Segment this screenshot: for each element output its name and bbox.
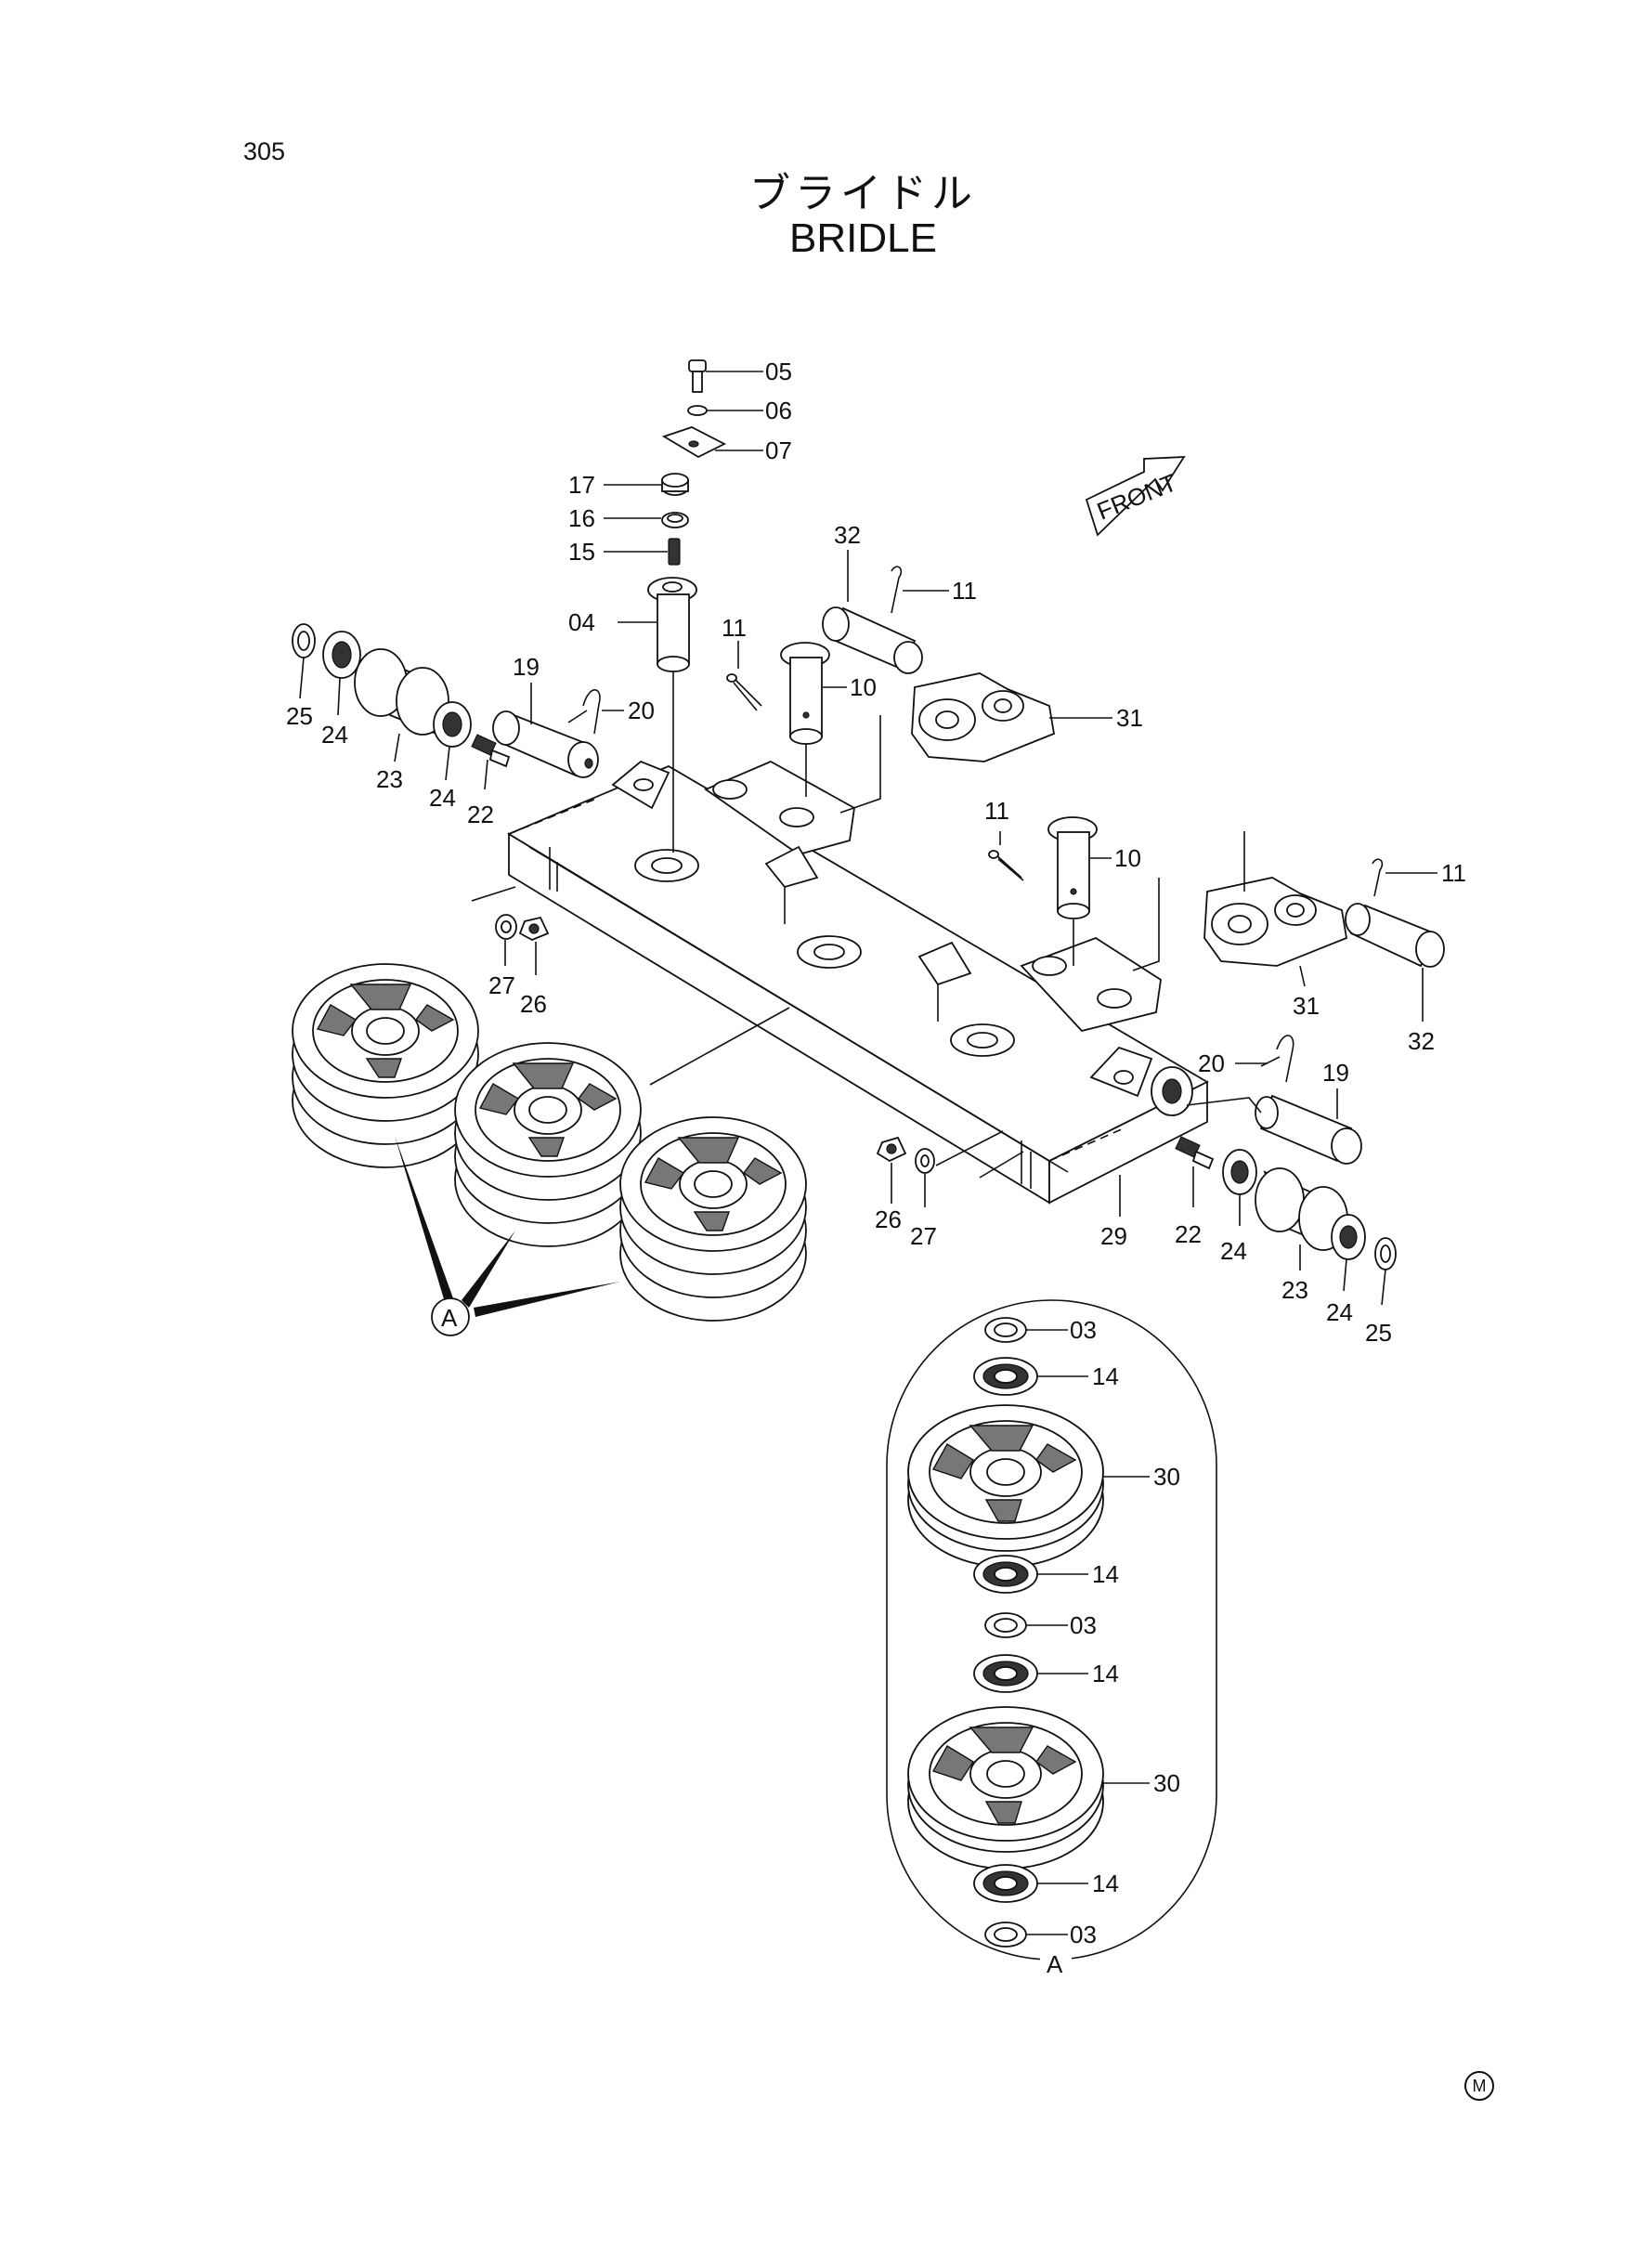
callout-22-right: 22 xyxy=(1175,1220,1202,1248)
detail-a-view: 03 14 30 14 03 14 xyxy=(886,1299,1217,1978)
callout-24-left-b: 24 xyxy=(429,784,456,812)
left-pin-assembly: 25 24 23 24 22 19 20 xyxy=(286,623,655,828)
page-number: 305 xyxy=(243,137,286,165)
callout-07: 07 xyxy=(765,436,792,464)
callout-11-c: 11 xyxy=(984,797,1009,825)
callout-29: 29 xyxy=(1100,1222,1127,1250)
callout-11-d: 11 xyxy=(1441,859,1466,887)
right-centre-parts: 11 10 31 11 32 xyxy=(984,797,1466,1055)
callout-03-b: 03 xyxy=(1070,1611,1097,1639)
callout-25-right: 25 xyxy=(1365,1319,1392,1347)
callout-17: 17 xyxy=(568,471,595,499)
bridle-frame xyxy=(507,760,1209,1205)
callout-32-lower: 32 xyxy=(1408,1027,1435,1055)
front-arrow: FRONT xyxy=(1085,456,1186,537)
callout-26-right: 26 xyxy=(875,1205,902,1233)
upper-centre-parts: 11 10 32 11 31 xyxy=(722,521,1143,814)
callout-14-a: 14 xyxy=(1092,1362,1119,1390)
page-title-japanese: ブライドル xyxy=(749,170,977,217)
callout-25-left: 25 xyxy=(286,702,313,730)
left-nut-washer: 27 26 xyxy=(488,914,550,1018)
callout-22-left: 22 xyxy=(467,801,494,828)
callout-27-left: 27 xyxy=(488,971,515,999)
callout-20-right: 20 xyxy=(1198,1049,1225,1077)
page-title-english: BRIDLE xyxy=(789,215,937,261)
callout-32-upper: 32 xyxy=(834,521,861,549)
detail-a-label: A xyxy=(1047,1950,1063,1978)
callout-23-left: 23 xyxy=(376,765,403,793)
callout-19-left: 19 xyxy=(513,653,540,681)
callout-14-c: 14 xyxy=(1092,1660,1119,1687)
callout-24-right-b: 24 xyxy=(1326,1298,1353,1326)
callout-31-lower: 31 xyxy=(1293,992,1320,1020)
callout-24-left-a: 24 xyxy=(321,721,348,749)
callout-03-c: 03 xyxy=(1070,1921,1097,1948)
callout-11-b: 11 xyxy=(952,577,977,605)
callout-30-b: 30 xyxy=(1153,1769,1180,1797)
frame-leaders xyxy=(471,886,1121,1217)
callout-14-d: 14 xyxy=(1092,1870,1119,1897)
callout-19-right: 19 xyxy=(1322,1059,1349,1087)
callout-06: 06 xyxy=(765,397,792,424)
callout-31-upper: 31 xyxy=(1116,704,1143,732)
callout-11-a: 11 xyxy=(722,614,747,642)
callout-23-right: 23 xyxy=(1281,1276,1308,1304)
callout-24-right-a: 24 xyxy=(1220,1237,1247,1265)
right-pin-assembly: 20 19 22 24 23 24 25 xyxy=(1151,1035,1397,1347)
callout-03-a: 03 xyxy=(1070,1316,1097,1344)
callout-04: 04 xyxy=(568,608,595,636)
callout-26-left: 26 xyxy=(520,990,547,1018)
callout-14-b: 14 xyxy=(1092,1560,1119,1588)
callout-16: 16 xyxy=(568,504,595,532)
sheave-2 xyxy=(454,1042,642,1247)
callout-a-label: A xyxy=(441,1304,458,1332)
callout-20-left: 20 xyxy=(628,697,655,724)
callout-15: 15 xyxy=(568,538,595,566)
callout-10-b: 10 xyxy=(1114,844,1141,872)
top-stack-parts: 05 06 07 17 16 15 04 xyxy=(568,358,792,853)
callout-30-a: 30 xyxy=(1153,1463,1180,1491)
callout-10-a: 10 xyxy=(850,673,877,701)
sheave-group-a: A xyxy=(292,963,807,1336)
right-nut-washer: 26 27 29 xyxy=(875,1130,1127,1250)
corner-mark-m: M xyxy=(1464,2071,1494,2101)
callout-27-right: 27 xyxy=(910,1222,937,1250)
sheave-3 xyxy=(619,1116,807,1322)
callout-05: 05 xyxy=(765,358,792,385)
sheave-1 xyxy=(292,963,479,1168)
